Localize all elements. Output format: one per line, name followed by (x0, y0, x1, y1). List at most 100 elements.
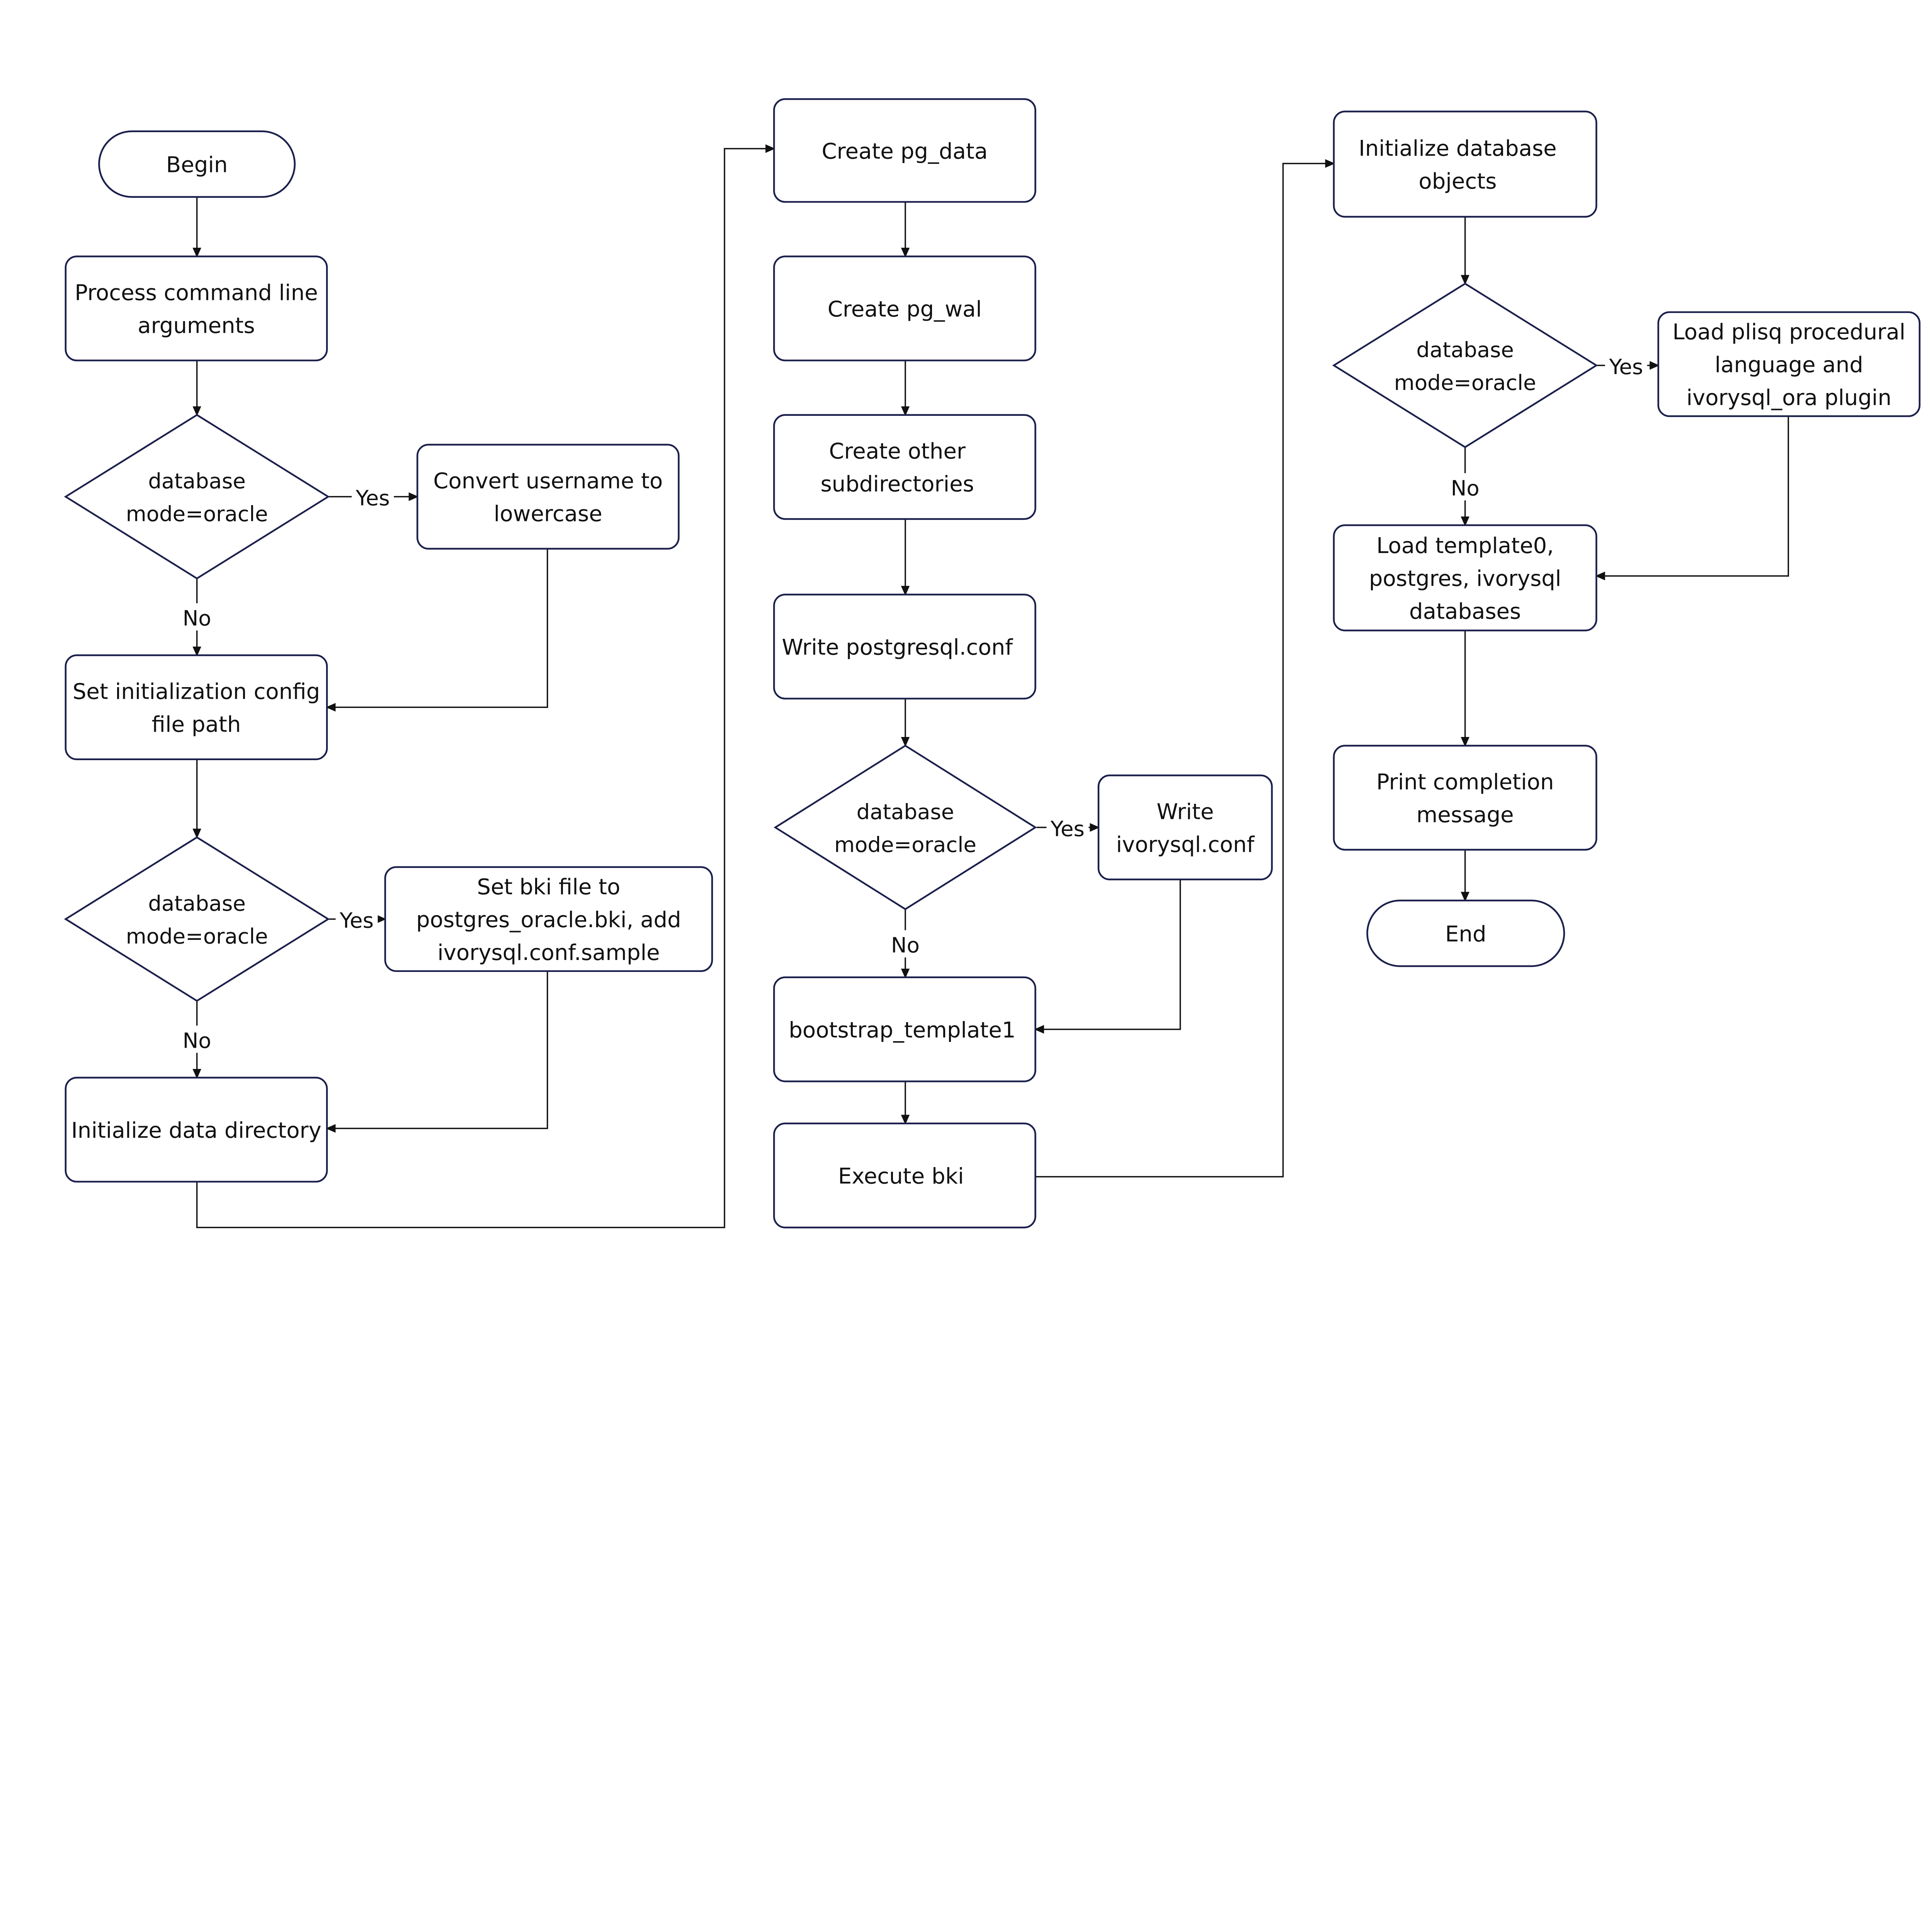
edge-init-data-dir-to-create-pg-data (196, 144, 776, 1229)
node-label: Create other subdirectories (820, 439, 974, 497)
edge-label-no: No (891, 933, 920, 958)
node-convert-username: Convert username to lowercase (416, 444, 680, 550)
node-label-line: Convert username to (433, 469, 663, 494)
node-label-line: Initialize database (1359, 136, 1557, 161)
node-label-line: arguments (138, 313, 255, 338)
node-init-data-dir: Initialize data directory (65, 1077, 328, 1183)
process-shape (65, 1077, 328, 1183)
node-label-line: Write postgresql.conf (782, 635, 1013, 660)
node-label-line: database (1416, 337, 1514, 362)
edge-convert-username-to-set-config-path (325, 548, 548, 712)
node-write-ivorysql-conf: Write ivorysql.conf (1097, 774, 1273, 880)
process-shape (773, 414, 1036, 520)
edges (192, 144, 1789, 1229)
node-label-line: mode=oracle (126, 502, 268, 526)
node-label-line: Initialize data directory (71, 1118, 321, 1143)
node-label: Print completion message (1376, 769, 1554, 827)
edge-label-no: No (183, 1028, 211, 1053)
edge-label-background (889, 930, 922, 958)
node-process-args: Process command line arguments (65, 255, 328, 361)
node-label-line: Write (1156, 799, 1214, 824)
process-shape (773, 594, 1036, 699)
process-shape (1333, 524, 1597, 631)
node-label-line: database (148, 891, 246, 916)
node-label-line: ivorysql.conf (1116, 832, 1255, 857)
node-label-line: ivorysql.conf.sample (437, 940, 660, 965)
node-create-pg-wal: Create pg_wal (773, 255, 1036, 361)
process-shape (1333, 745, 1597, 851)
edge-label-yes: Yes (355, 486, 390, 511)
node-label: Execute bki (838, 1164, 964, 1189)
node-label: database mode=oracle (1394, 337, 1536, 395)
node-label-line: Print completion (1376, 769, 1554, 795)
node-label-line: postgres, ivorysql (1369, 566, 1561, 591)
edge-write-ivorysql-conf-to-bootstrap-template1 (1034, 879, 1181, 1034)
edge-label-yes: Yes (1050, 816, 1085, 841)
node-label-line: mode=oracle (1394, 370, 1536, 395)
node-label: database mode=oracle (126, 469, 268, 526)
node-decision1: database mode=oracle (64, 414, 330, 580)
node-create-pg-data: Create pg_data (773, 98, 1036, 203)
node-label: Write postgresql.conf (782, 635, 1013, 660)
node-create-subdirs: Create other subdirectories (773, 414, 1036, 520)
decision-shape (774, 744, 1037, 910)
node-label: Write ivorysql.conf (1116, 799, 1255, 857)
node-label: database mode=oracle (126, 891, 268, 949)
process-shape (773, 255, 1036, 361)
node-label: Begin (166, 153, 228, 178)
node-label-line: lowercase (494, 502, 602, 527)
node-label-line: Execute bki (838, 1164, 964, 1189)
node-label-line: objects (1418, 169, 1497, 194)
process-shape (1097, 774, 1273, 880)
node-label-line: mode=oracle (834, 832, 976, 857)
node-label-line: Create other (829, 439, 966, 464)
edge-label-background (352, 483, 394, 511)
node-label-line: message (1417, 802, 1514, 827)
terminator-shape (1366, 899, 1565, 967)
process-shape (1333, 111, 1597, 218)
node-label-line: postgres_oracle.bki, add (416, 907, 681, 933)
node-label-line: End (1445, 922, 1486, 947)
node-label-line: Process command line (75, 280, 318, 305)
node-label: Initialize data directory (71, 1118, 321, 1143)
node-label-line: Set initialization config (73, 679, 320, 704)
node-decision4: database mode=oracle (1332, 283, 1598, 448)
terminator-shape (98, 130, 296, 198)
node-end: End (1366, 899, 1565, 967)
edge-label-yes: Yes (339, 908, 374, 933)
node-label: Create pg_data (821, 139, 988, 164)
edge-label-background (180, 1025, 213, 1053)
node-label-line: bootstrap_template1 (789, 1018, 1015, 1043)
node-label: Create pg_wal (828, 297, 982, 322)
edge-label-no: No (183, 606, 211, 631)
edge-label-background (1449, 473, 1481, 500)
edge-label-background (180, 603, 213, 631)
edge-execute-bki-to-init-db-objects (1035, 159, 1335, 1178)
node-label-line: Create pg_wal (828, 297, 982, 322)
node-label: Initialize database objects (1359, 136, 1557, 194)
process-shape (65, 255, 328, 361)
edge-label-background (1046, 813, 1089, 841)
process-shape (773, 976, 1036, 1082)
node-label: Process command line arguments (75, 280, 318, 338)
process-shape (384, 866, 713, 972)
process-shape (1657, 311, 1921, 417)
node-label: Convert username to lowercase (433, 469, 663, 527)
node-label-line: database (148, 469, 246, 494)
node-label-line: Begin (166, 153, 228, 178)
node-label-line: subdirectories (820, 472, 974, 497)
decision-shape (64, 836, 330, 1002)
edge-label-background (335, 905, 378, 933)
node-init-db-objects: Initialize database objects (1333, 111, 1597, 218)
decision-shape (1332, 283, 1598, 448)
node-bootstrap-template1: bootstrap_template1 (773, 976, 1036, 1082)
node-label-line: mode=oracle (126, 924, 268, 949)
